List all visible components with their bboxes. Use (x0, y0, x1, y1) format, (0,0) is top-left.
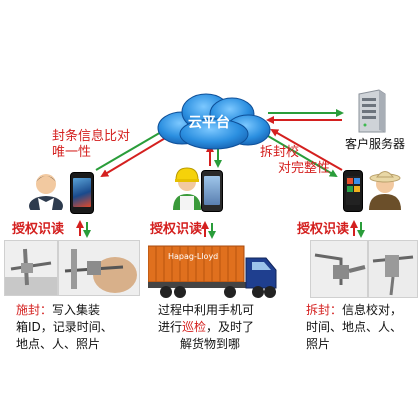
right-edge-label-1: 拆封校 (260, 145, 300, 160)
caption-right-l3: 照片 (306, 337, 331, 351)
caption-left-head: 施封： (16, 303, 53, 317)
reader-center-label: 授权识读 (150, 222, 203, 237)
caption-center-l2b: ，及时了 (206, 320, 255, 334)
caption-left-l3: 地点、人、照片 (16, 337, 101, 351)
caption-center-l1: 过程中利用手机可 (158, 303, 255, 317)
seal-photo-right-a (310, 240, 368, 298)
cloud-label: 云平台 (188, 115, 230, 131)
caption-left-l2: 箱ID，记录时间、 (16, 320, 113, 334)
caption-center-l3: 解货物到哪 (180, 337, 241, 351)
person-right-icon (368, 164, 402, 210)
seal-photo-left-b (58, 240, 140, 296)
phone-center-icon (201, 170, 223, 212)
caption-right-l2: 时间、地点、人、 (306, 320, 403, 334)
arrow-right-up (270, 129, 343, 171)
cloud-icon (157, 93, 271, 150)
reader-left-label: 授权识读 (12, 222, 65, 237)
caption-center: 过程中利用手机可 进行巡检，及时了 解货物到哪 (158, 302, 254, 353)
server-label: 客户服务器 (345, 137, 406, 151)
server-icon (353, 88, 387, 134)
worker-icon (170, 162, 204, 210)
seal-photo-right-b (368, 240, 418, 298)
phone-left-icon (70, 172, 94, 214)
caption-center-l2a: 进行 (158, 320, 183, 334)
reader-right-label: 授权识读 (297, 222, 350, 237)
person-left-icon (28, 168, 64, 216)
arrow-left-down (100, 133, 173, 178)
container-truck-image: Hapag-Lloyd (147, 240, 280, 302)
cloud-platform: 云平台 (152, 88, 274, 152)
container-brand-text: Hapag-Lloyd (168, 252, 219, 261)
arrow-left-up (95, 126, 170, 171)
phone-right-icon (343, 170, 363, 212)
seal-photo-left-a (4, 240, 58, 296)
arrow-right-down (267, 135, 338, 178)
caption-center-l2-highlight: 巡检 (182, 320, 207, 334)
caption-right-head: 拆封： (306, 303, 343, 317)
left-edge-label-1: 封条信息比对 (52, 129, 131, 144)
left-edge-label-2: 唯一性 (52, 145, 92, 160)
caption-right: 拆封：信息校对， 时间、地点、人、 照片 (306, 302, 402, 353)
caption-left: 施封：写入集装 箱ID，记录时间、 地点、人、照片 (16, 302, 113, 353)
caption-left-l1: 写入集装 (52, 303, 101, 317)
caption-right-l1: 信息校对， (342, 303, 403, 317)
right-edge-label-2: 对完整性 (278, 161, 331, 176)
